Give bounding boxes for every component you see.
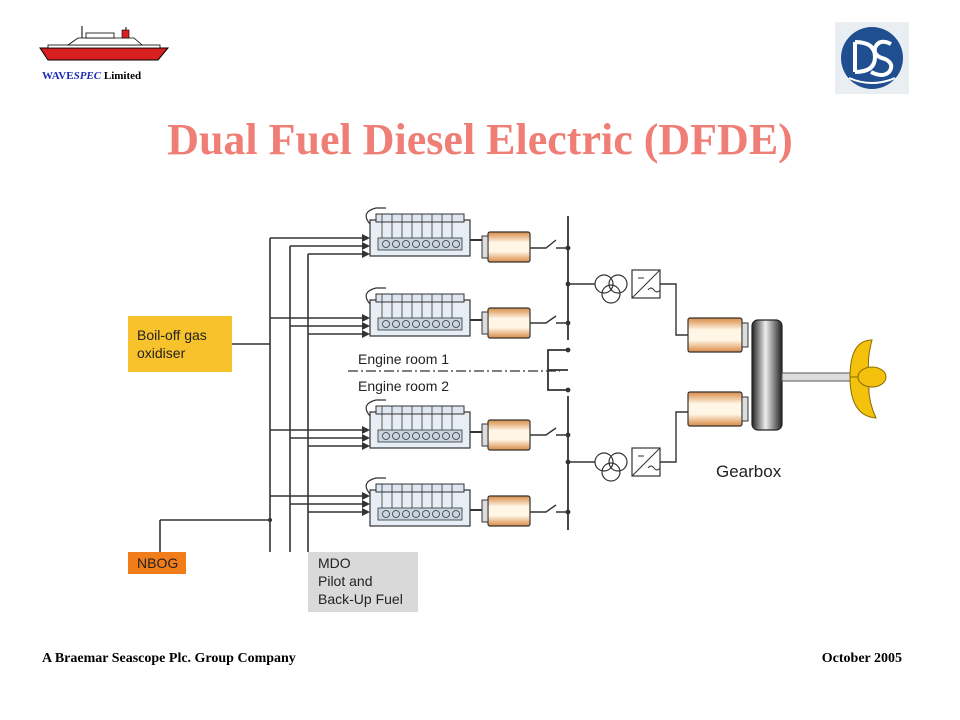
- mdo-label-line3: Back-Up Fuel: [318, 591, 403, 607]
- engine-room-2-label: Engine room 2: [358, 378, 449, 394]
- boil-off-gas-box: [128, 316, 232, 372]
- engine-4: [365, 477, 471, 527]
- engine-room-1-label: Engine room 1: [358, 351, 449, 367]
- transformer-converter-lower: [594, 447, 661, 482]
- propeller-shaft: [781, 372, 855, 382]
- nbog-box: [128, 552, 186, 574]
- engine-1: [365, 207, 471, 257]
- generator-4: [481, 495, 531, 527]
- engine-2: [365, 287, 471, 337]
- company-name-part1: WAVE: [42, 70, 74, 82]
- footer-company: A Braemar Seascope Plc. Group Company: [42, 651, 296, 666]
- ds-monogram-logo: [835, 22, 909, 94]
- dfde-diagram: Boil-off gas oxidiser NBOG MDO Pilot and…: [128, 207, 887, 612]
- page-title: Dual Fuel Diesel Electric (DFDE): [167, 115, 793, 164]
- propeller-icon: [849, 339, 887, 419]
- footer-date: October 2005: [821, 651, 902, 666]
- company-name-part3: Limited: [101, 70, 142, 82]
- switchboard-bus: [547, 216, 569, 530]
- company-name-part2: SPEC: [73, 70, 102, 82]
- transformer-converter-upper: [594, 269, 661, 304]
- boil-off-label-line1: Boil-off gas: [137, 327, 207, 343]
- gearbox: [751, 319, 783, 431]
- gearbox-label: Gearbox: [716, 462, 782, 481]
- breakers: [530, 239, 568, 513]
- nbog-label: NBOG: [137, 555, 178, 571]
- boil-off-label-line2: oxidiser: [137, 345, 186, 361]
- engine-3: [365, 399, 471, 449]
- mdo-label-line1: MDO: [318, 555, 351, 571]
- propulsion-motor-lower: [687, 391, 749, 427]
- propulsion-motor-upper: [687, 317, 749, 353]
- generator-3: [481, 419, 531, 451]
- generator-2: [481, 307, 531, 339]
- mdo-label-line2: Pilot and: [318, 573, 372, 589]
- fuel-supply-lines: [159, 237, 362, 552]
- company-name: WAVESPEC Limited: [42, 70, 141, 82]
- mdo-fuel-box: [308, 552, 418, 612]
- generator-1: [481, 231, 531, 263]
- ship-logo-icon: [39, 26, 170, 61]
